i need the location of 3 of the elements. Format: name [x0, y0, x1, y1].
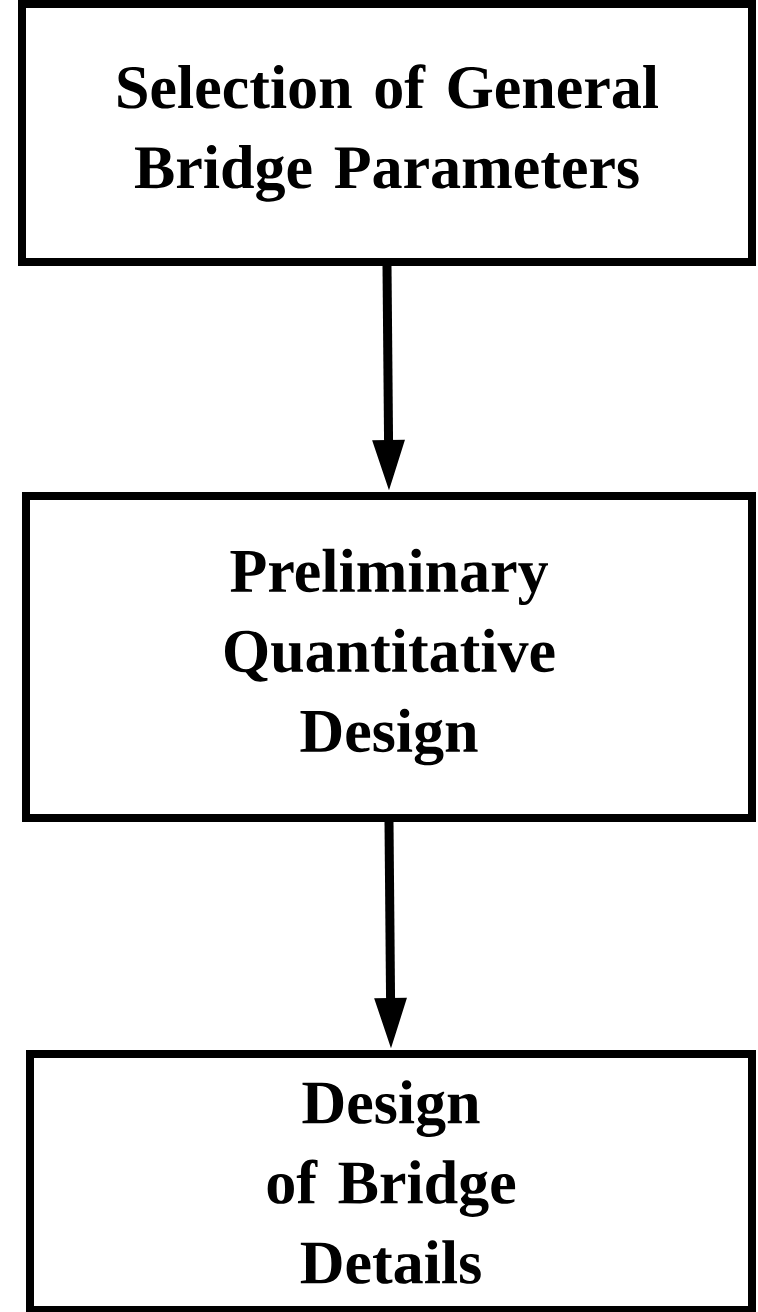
process-box: Selection of General Bridge Parameters — [18, 0, 756, 266]
process-box: Preliminary Quantitative Design — [22, 492, 756, 822]
process-box: Design of Bridge Details — [26, 1050, 756, 1312]
